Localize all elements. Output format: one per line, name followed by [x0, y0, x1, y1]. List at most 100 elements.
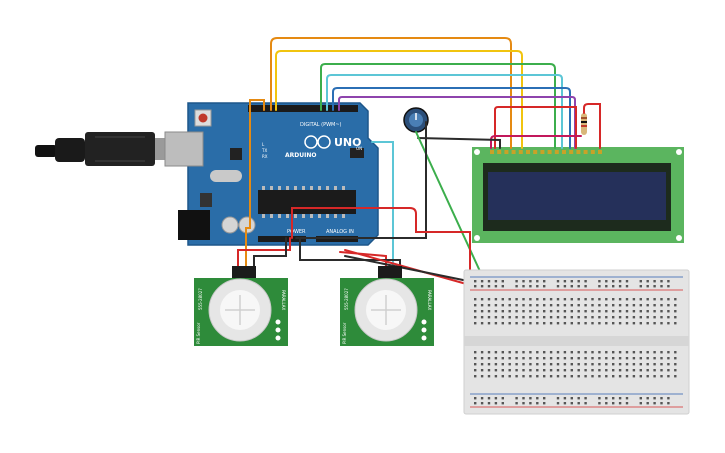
breadboard-hole[interactable]: [577, 280, 580, 283]
breadboard-hole[interactable]: [646, 298, 649, 301]
breadboard-hole[interactable]: [508, 351, 511, 354]
breadboard-hole[interactable]: [577, 322, 580, 325]
breadboard-hole[interactable]: [605, 280, 608, 283]
breadboard-hole[interactable]: [618, 369, 622, 372]
breadboard-hole[interactable]: [612, 280, 615, 283]
breadboard-hole[interactable]: [522, 357, 525, 360]
breadboard-hole[interactable]: [660, 402, 663, 405]
breadboard-hole[interactable]: [674, 363, 677, 366]
breadboard-hole[interactable]: [563, 402, 567, 405]
breadboard-hole[interactable]: [474, 322, 477, 325]
breadboard-hole[interactable]: [480, 402, 484, 405]
breadboard-hole[interactable]: [674, 351, 677, 354]
breadboard-hole[interactable]: [667, 357, 670, 360]
breadboard-hole[interactable]: [618, 397, 622, 400]
breadboard-hole[interactable]: [598, 357, 601, 360]
lcd-pin[interactable]: [540, 150, 545, 154]
breadboard-hole[interactable]: [632, 369, 636, 372]
breadboard-hole[interactable]: [522, 369, 525, 372]
breadboard-hole[interactable]: [591, 375, 594, 378]
breadboard-hole[interactable]: [577, 298, 580, 301]
breadboard-hole[interactable]: [667, 363, 670, 366]
breadboard-hole[interactable]: [494, 363, 498, 366]
breadboard-hole[interactable]: [563, 304, 567, 307]
breadboard-hole[interactable]: [556, 375, 560, 378]
breadboard-hole[interactable]: [625, 402, 629, 405]
breadboard-hole[interactable]: [543, 402, 546, 405]
breadboard-hole[interactable]: [591, 316, 594, 319]
breadboard-hole[interactable]: [646, 280, 649, 283]
breadboard-hole[interactable]: [494, 304, 498, 307]
breadboard-hole[interactable]: [584, 304, 587, 307]
breadboard-hole[interactable]: [612, 316, 615, 319]
breadboard-hole[interactable]: [598, 375, 601, 378]
breadboard-hole[interactable]: [598, 316, 601, 319]
breadboard-hole[interactable]: [480, 285, 484, 288]
breadboard-hole[interactable]: [480, 322, 484, 325]
breadboard-hole[interactable]: [625, 351, 629, 354]
breadboard-hole[interactable]: [556, 363, 560, 366]
lcd-pin[interactable]: [547, 150, 552, 154]
breadboard-hole[interactable]: [515, 357, 518, 360]
breadboard-hole[interactable]: [480, 351, 484, 354]
breadboard-hole[interactable]: [529, 322, 532, 325]
breadboard-hole[interactable]: [667, 310, 670, 313]
breadboard-hole[interactable]: [660, 369, 663, 372]
breadboard-hole[interactable]: [625, 316, 629, 319]
breadboard-hole[interactable]: [515, 285, 518, 288]
breadboard-hole[interactable]: [522, 298, 525, 301]
breadboard-hole[interactable]: [515, 351, 518, 354]
lcd-pin[interactable]: [590, 150, 595, 154]
breadboard-hole[interactable]: [474, 310, 477, 313]
breadboard-hole[interactable]: [474, 369, 477, 372]
breadboard-hole[interactable]: [480, 369, 484, 372]
breadboard-hole[interactable]: [584, 351, 587, 354]
breadboard-hole[interactable]: [515, 375, 518, 378]
breadboard-hole[interactable]: [522, 304, 525, 307]
breadboard-hole[interactable]: [556, 304, 560, 307]
breadboard-hole[interactable]: [543, 304, 546, 307]
breadboard-hole[interactable]: [549, 375, 553, 378]
breadboard-hole[interactable]: [584, 369, 587, 372]
breadboard-hole[interactable]: [543, 351, 546, 354]
breadboard-hole[interactable]: [618, 310, 622, 313]
breadboard-hole[interactable]: [556, 357, 560, 360]
breadboard-hole[interactable]: [494, 369, 498, 372]
breadboard-hole[interactable]: [474, 316, 477, 319]
breadboard-hole[interactable]: [591, 357, 594, 360]
breadboard-hole[interactable]: [570, 397, 573, 400]
breadboard-hole[interactable]: [653, 351, 656, 354]
breadboard-hole[interactable]: [515, 369, 518, 372]
breadboard-hole[interactable]: [529, 310, 532, 313]
breadboard-hole[interactable]: [632, 357, 636, 360]
breadboard-hole[interactable]: [543, 322, 546, 325]
breadboard-hole[interactable]: [584, 298, 587, 301]
breadboard-hole[interactable]: [625, 322, 629, 325]
breadboard-hole[interactable]: [618, 285, 622, 288]
breadboard-hole[interactable]: [480, 375, 484, 378]
breadboard-hole[interactable]: [536, 298, 539, 301]
breadboard-hole[interactable]: [556, 316, 560, 319]
breadboard-hole[interactable]: [632, 363, 636, 366]
breadboard-hole[interactable]: [577, 357, 580, 360]
breadboard-hole[interactable]: [653, 322, 656, 325]
breadboard-hole[interactable]: [605, 285, 608, 288]
breadboard-hole[interactable]: [577, 397, 580, 400]
breadboard-hole[interactable]: [474, 363, 477, 366]
breadboard-hole[interactable]: [563, 280, 567, 283]
breadboard-hole[interactable]: [577, 304, 580, 307]
breadboard-hole[interactable]: [556, 298, 560, 301]
breadboard-hole[interactable]: [598, 363, 601, 366]
breadboard-hole[interactable]: [612, 310, 615, 313]
breadboard-hole[interactable]: [556, 285, 560, 288]
breadboard-hole[interactable]: [480, 357, 484, 360]
breadboard-hole[interactable]: [577, 351, 580, 354]
breadboard-hole[interactable]: [522, 310, 525, 313]
breadboard-hole[interactable]: [584, 397, 587, 400]
breadboard-hole[interactable]: [487, 351, 491, 354]
wires-top[interactable]: [270, 37, 601, 149]
lcd-pin[interactable]: [518, 150, 523, 154]
breadboard-hole[interactable]: [536, 369, 539, 372]
breadboard-hole[interactable]: [487, 402, 491, 405]
breadboard-hole[interactable]: [508, 363, 511, 366]
